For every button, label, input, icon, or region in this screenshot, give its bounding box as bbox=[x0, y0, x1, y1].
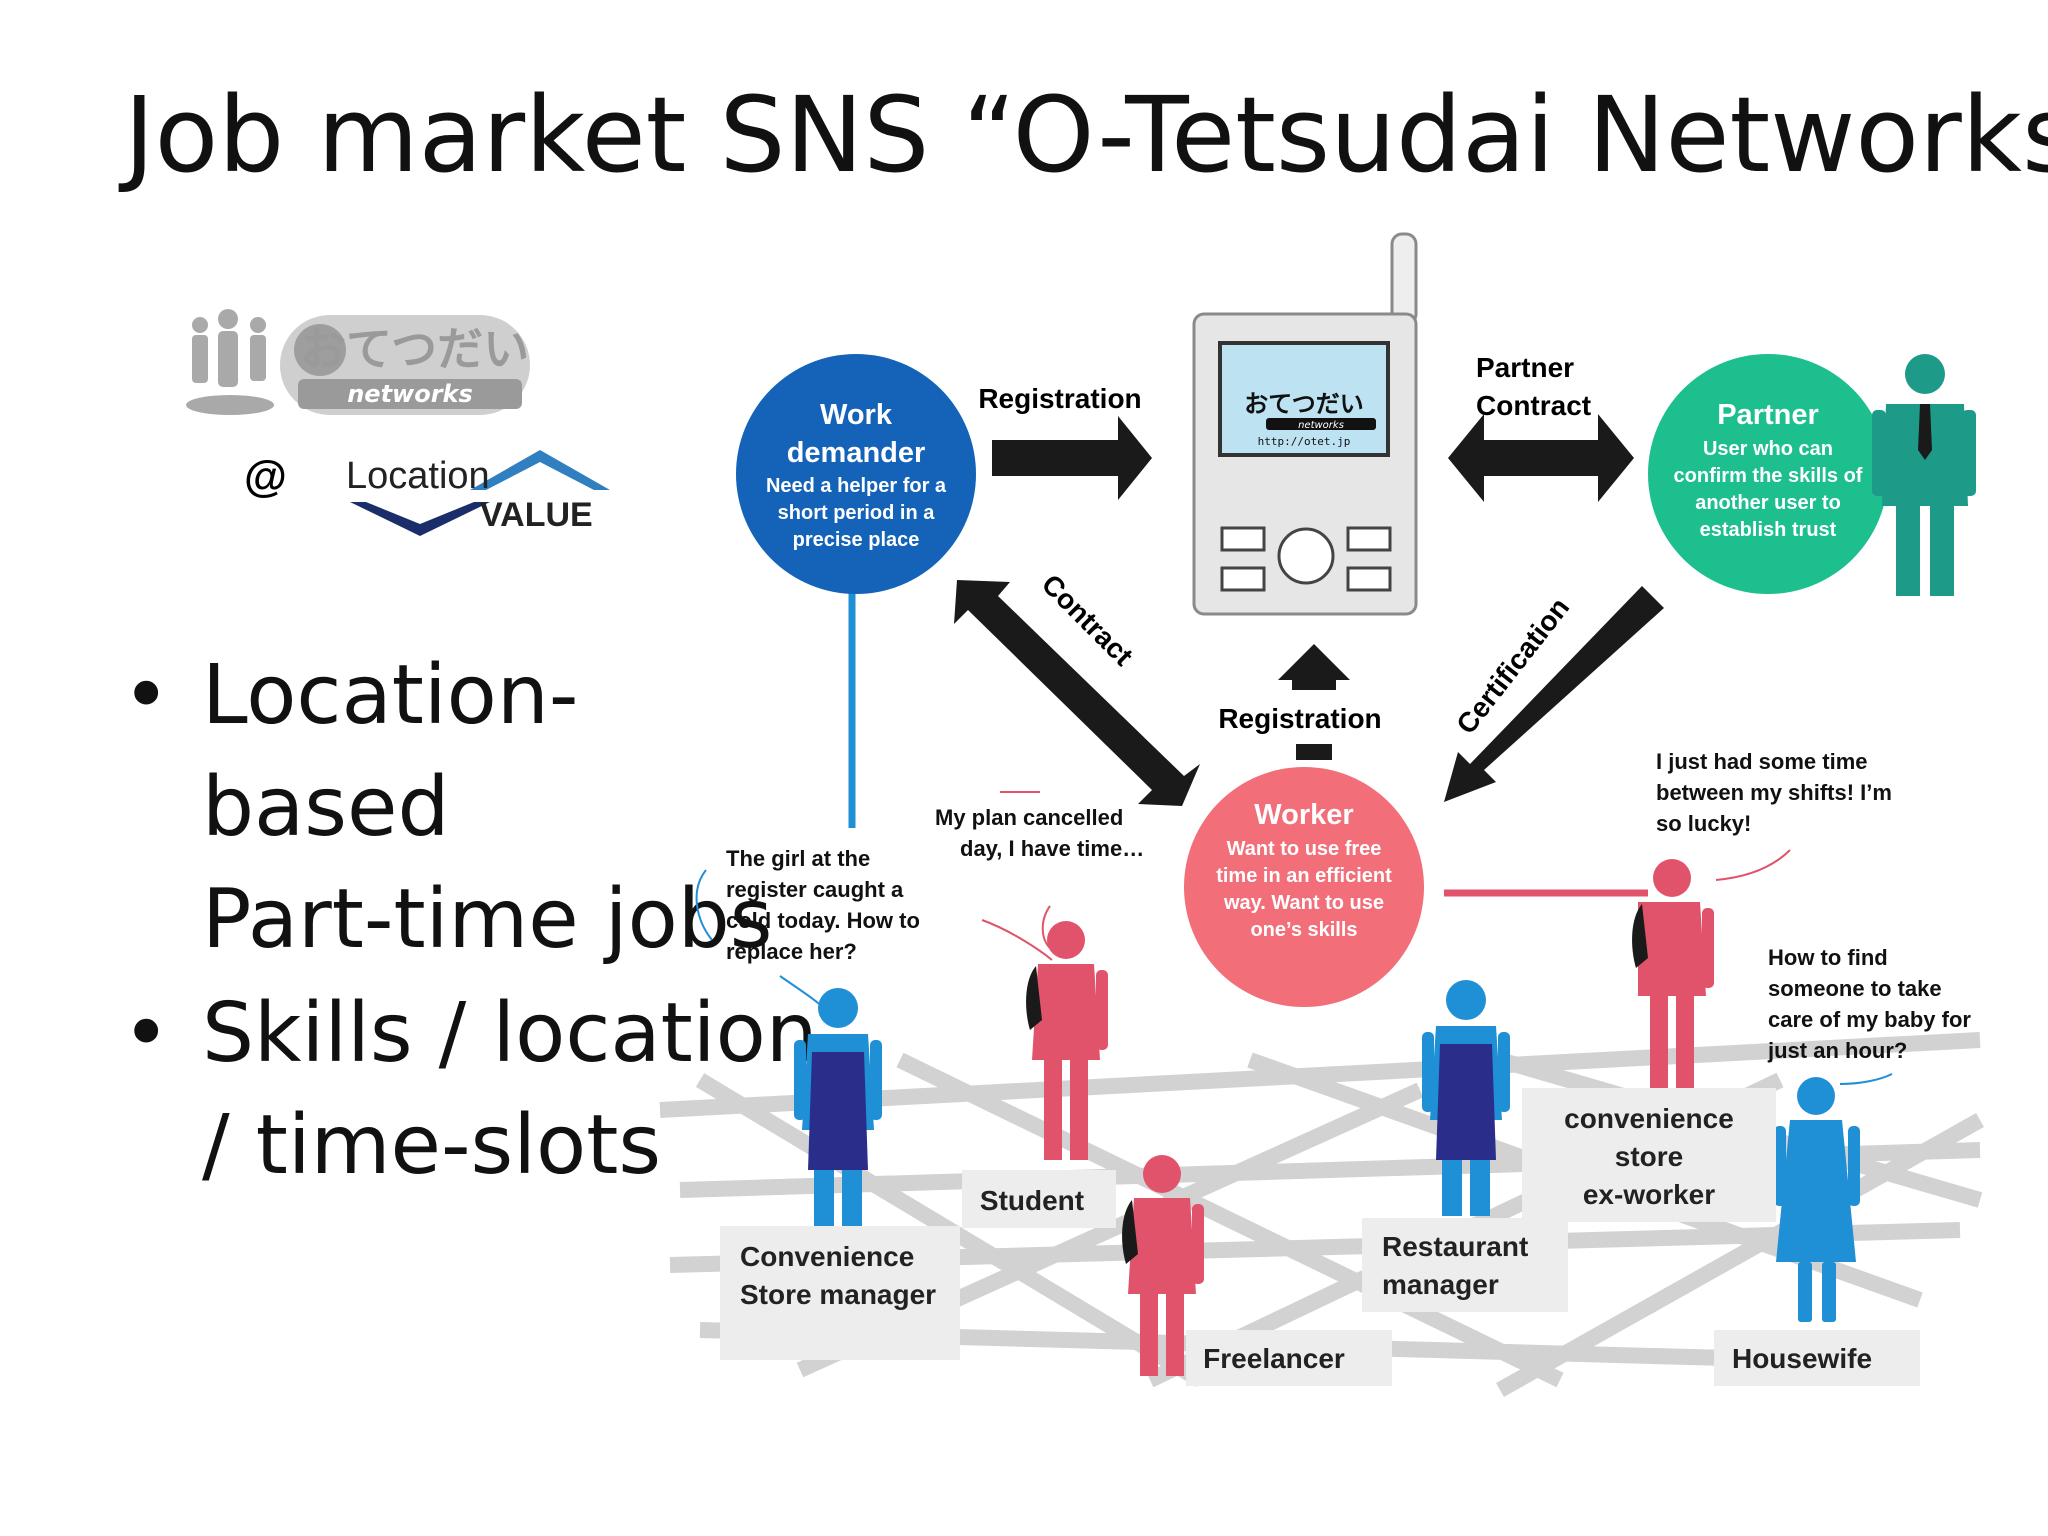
label-ex-worker-3: ex-worker bbox=[1583, 1179, 1715, 1210]
phone-screen-jp: おてつだい bbox=[1244, 390, 1364, 418]
work-demander-title-2: demander bbox=[787, 437, 926, 469]
otetsudai-logo: おてつだい networks bbox=[186, 309, 530, 415]
bubble-manager-4: replace her? bbox=[726, 939, 857, 964]
partner-contract-arrow bbox=[1448, 414, 1634, 502]
arrows bbox=[954, 414, 1664, 806]
partner-desc-3: another user to bbox=[1695, 492, 1841, 514]
location-value-top: Location bbox=[346, 455, 490, 497]
label-freelancer: Freelancer bbox=[1203, 1343, 1345, 1374]
bullet-line: / time-slots bbox=[202, 1098, 662, 1193]
bullet-line: Part-time jobs bbox=[202, 872, 773, 967]
person-labels: Convenience Store manager Student Freela… bbox=[720, 1088, 1920, 1386]
label-convenience-manager-2: Store manager bbox=[740, 1279, 936, 1310]
phone-screen-en: networks bbox=[1298, 420, 1344, 431]
bubble-manager-2: register caught a bbox=[726, 877, 904, 902]
label-restaurant-manager-2: manager bbox=[1382, 1269, 1499, 1300]
bubble-manager-3: cold today. How to bbox=[726, 908, 920, 933]
location-value-logo: Location VALUE bbox=[346, 450, 610, 536]
up-arrow-base bbox=[1296, 744, 1332, 760]
partner-desc-4: establish trust bbox=[1700, 519, 1837, 541]
otetsudai-logo-en: networks bbox=[347, 380, 473, 408]
worker-desc-1: Want to use free bbox=[1227, 838, 1382, 860]
work-demander-node: Work demander Need a helper for a short … bbox=[736, 354, 976, 594]
bubble-housewife-1: How to find bbox=[1768, 945, 1888, 970]
label-convenience-manager-1: Convenience bbox=[740, 1241, 914, 1272]
bullet-line: Location-based bbox=[202, 648, 579, 855]
restaurant-manager-icon bbox=[1422, 980, 1510, 1216]
registration-arrow bbox=[992, 416, 1152, 500]
label-housewife: Housewife bbox=[1732, 1343, 1872, 1374]
bullet-location-based: • Location-based Part-time jobs bbox=[122, 640, 822, 976]
partner-desc-1: User who can bbox=[1703, 438, 1833, 460]
worker-desc-2: time in an efficient bbox=[1216, 865, 1392, 887]
worker-desc-3: way. Want to use bbox=[1223, 892, 1384, 914]
student-icon bbox=[1026, 921, 1108, 1160]
contract-arrow bbox=[954, 580, 1200, 806]
freelancer-icon bbox=[1122, 1155, 1204, 1376]
registration-label: Registration bbox=[978, 383, 1141, 414]
bubble-exworker-1: I just had some time bbox=[1656, 749, 1868, 774]
bubble-student-1: My plan cancelled bbox=[935, 805, 1123, 830]
bubble-student-2: day, I have time… bbox=[960, 836, 1144, 861]
location-value-bottom: VALUE bbox=[480, 496, 593, 534]
up-arrow bbox=[1278, 644, 1350, 690]
partner-person-icon bbox=[1872, 354, 1976, 596]
bullet-dot: • bbox=[122, 648, 171, 743]
housewife-icon bbox=[1774, 1077, 1860, 1322]
bubble-manager-1: The girl at the bbox=[726, 846, 870, 871]
ex-worker-icon bbox=[1632, 859, 1714, 1088]
partner-contract-label-1: Partner bbox=[1476, 352, 1574, 383]
label-ex-worker-1: convenience bbox=[1564, 1103, 1734, 1134]
bubble-tails-pink bbox=[981, 791, 1791, 961]
slide-title: Job market SNS “O-Tetsudai Networks” bbox=[124, 74, 2048, 196]
bullet-skills-location: • Skills / location / time-slots bbox=[122, 978, 822, 1202]
work-demander-desc-2: short period in a bbox=[778, 502, 936, 524]
convenience-manager-icon bbox=[794, 988, 882, 1226]
bubble-tails bbox=[695, 869, 1893, 1085]
label-student: Student bbox=[980, 1185, 1084, 1216]
certification-label: Certification bbox=[1450, 592, 1575, 740]
phone-screen-url: http://otet.jp bbox=[1258, 435, 1351, 448]
registration-mid-label: Registration bbox=[1218, 703, 1381, 734]
label-restaurant-manager-1: Restaurant bbox=[1382, 1231, 1528, 1262]
certification-arrow bbox=[1444, 586, 1664, 802]
bubble-housewife-2: someone to take bbox=[1768, 976, 1942, 1001]
otetsudai-logo-jp: おてつだい bbox=[300, 322, 529, 376]
phone-device: おてつだい networks http://otet.jp bbox=[1192, 232, 1418, 616]
work-demander-desc-3: precise place bbox=[793, 529, 920, 551]
worker-title: Worker bbox=[1254, 799, 1353, 831]
bubble-exworker-3: so lucky! bbox=[1656, 811, 1751, 836]
worker-node: Worker Want to use free time in an effic… bbox=[1184, 767, 1424, 1007]
at-sign: @ bbox=[244, 452, 287, 501]
bubble-exworker-2: between my shifts! I’m bbox=[1656, 780, 1892, 805]
worker-desc-4: one’s skills bbox=[1250, 919, 1357, 941]
bullet-line: Skills / location bbox=[202, 986, 818, 1081]
partner-desc-2: confirm the skills of bbox=[1674, 465, 1863, 487]
work-demander-desc-1: Need a helper for a bbox=[766, 475, 947, 497]
work-demander-title-1: Work bbox=[820, 399, 893, 431]
bubble-housewife-3: care of my baby for bbox=[1768, 1007, 1971, 1032]
label-ex-worker-2: store bbox=[1615, 1141, 1683, 1172]
bullet-dot: • bbox=[122, 986, 171, 1081]
bubble-housewife-4: just an hour? bbox=[1767, 1038, 1907, 1063]
partner-contract-label-2: Contract bbox=[1476, 390, 1591, 421]
partner-node: Partner User who can confirm the skills … bbox=[1648, 354, 1888, 594]
partner-title: Partner bbox=[1717, 399, 1819, 431]
